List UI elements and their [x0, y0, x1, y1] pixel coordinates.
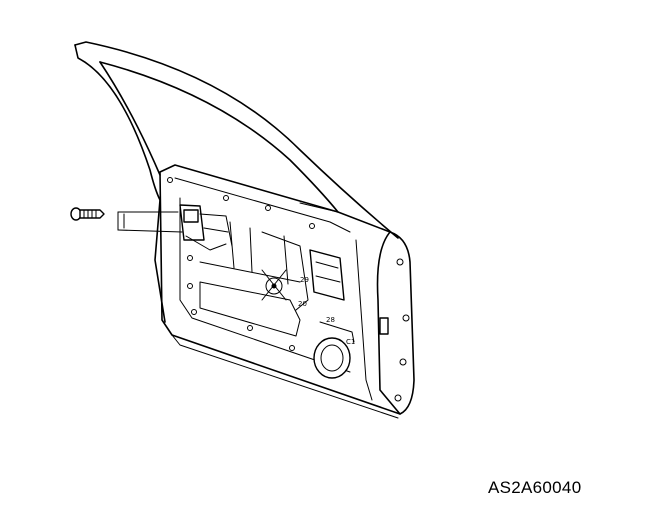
inner-panel-details — [167, 177, 410, 402]
door-shell — [154, 164, 415, 419]
part-label-28: 28 — [326, 316, 335, 324]
part-label-20: 20 — [298, 300, 307, 308]
screw-leader — [117, 211, 183, 233]
drawing-code: AS2A60040 — [488, 478, 582, 497]
part-label-c1: C1 — [346, 338, 355, 346]
lock-mechanism — [179, 204, 233, 251]
part-label-29: 29 — [300, 276, 309, 284]
part-labels: 20 29 28 C1 — [298, 276, 355, 346]
screw-icon — [70, 207, 105, 221]
window-frame — [74, 41, 399, 239]
